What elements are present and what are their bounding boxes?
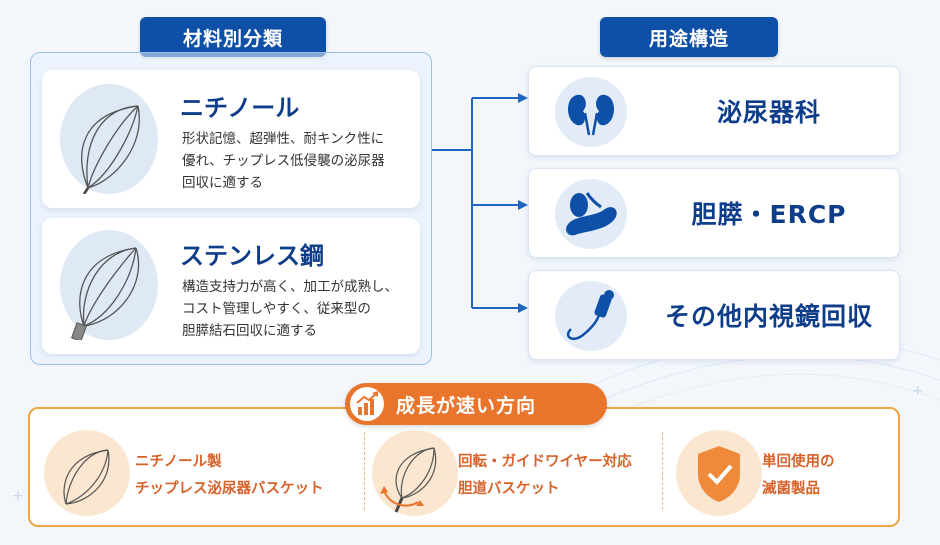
- nitinol-desc-line: 形状記憶、超弾性、耐キンク性に: [182, 131, 385, 147]
- growth-item-line: チップレス泌尿器バスケット: [135, 481, 324, 497]
- growth-item-line: 胆道バスケット: [458, 481, 560, 497]
- application-label-urology: 泌尿器科: [716, 98, 821, 127]
- materials-header: 材料別分類: [140, 17, 326, 57]
- nitinol-basket-image: [60, 84, 158, 194]
- material-card-stainless: ステンレス鋼 構造支持力が高く、加工が成熟し、 コスト管理しやすく、従来型の 胆…: [42, 218, 420, 354]
- stainless-basket-image: [60, 230, 158, 340]
- application-label-other-endoscopy: その他内視鏡回収: [664, 302, 873, 331]
- stainless-desc-line: 構造支持力が高く、加工が成熟し、: [182, 279, 398, 295]
- shield-check-icon: [676, 430, 762, 516]
- applications-header: 用途構造: [600, 17, 778, 57]
- stainless-title: ステンレス鋼: [180, 242, 324, 270]
- arrow-head: [518, 200, 528, 210]
- stainless-desc-line: 胆膵結石回収に適する: [182, 323, 317, 339]
- nitinol-description: 形状記憶、超弾性、耐キンク性に 優れ、チップレス低侵襲の泌尿器 回収に適する: [182, 128, 412, 194]
- nitinol-title: ニチノール: [180, 94, 300, 122]
- growth-item-line: 回転・ガイドワイヤー対応: [458, 454, 632, 470]
- growth-chart-icon: [350, 387, 384, 421]
- growth-title: 成長が速い方向: [396, 394, 537, 417]
- growth-item-text: 回転・ガイドワイヤー対応 胆道バスケット: [458, 449, 632, 503]
- kidney-icon: [555, 77, 627, 147]
- applications-header-label: 用途構造: [648, 27, 729, 50]
- materials-header-label: 材料別分類: [182, 27, 283, 50]
- material-card-nitinol: ニチノール 形状記憶、超弾性、耐キンク性に 優れ、チップレス低侵襲の泌尿器 回収…: [42, 70, 420, 208]
- growth-header: 成長が速い方向: [345, 383, 607, 425]
- growth-item-line: ニチノール製: [135, 454, 222, 470]
- growth-item-line: 単回使用の: [762, 454, 835, 470]
- nitinol-desc-line: 優れ、チップレス低侵襲の泌尿器: [182, 153, 385, 169]
- growth-item-text: 単回使用の 滅菌製品: [762, 449, 835, 503]
- application-card-urology: 泌尿器科: [528, 66, 900, 156]
- application-card-ercp: 胆膵・ERCP: [528, 168, 900, 258]
- basket-icon: [44, 430, 130, 516]
- stainless-desc-line: コスト管理しやすく、従来型の: [182, 301, 371, 317]
- arrow-head: [518, 93, 528, 103]
- application-card-other-endoscopy: その他内視鏡回収: [528, 270, 900, 360]
- rotating-basket-icon: [372, 430, 458, 516]
- growth-item-line: 滅菌製品: [762, 481, 820, 497]
- nitinol-desc-line: 回収に適する: [182, 175, 263, 191]
- arrow-head: [518, 303, 528, 313]
- growth-item-text: ニチノール製 チップレス泌尿器バスケット: [135, 449, 324, 503]
- application-label-ercp: 胆膵・ERCP: [691, 200, 847, 229]
- growth-divider: [662, 432, 663, 510]
- stainless-description: 構造支持力が高く、加工が成熟し、 コスト管理しやすく、従来型の 胆膵結石回収に適…: [182, 276, 412, 342]
- endoscope-icon: [555, 281, 627, 351]
- growth-divider: [364, 432, 365, 510]
- pancreas-icon: [555, 179, 627, 249]
